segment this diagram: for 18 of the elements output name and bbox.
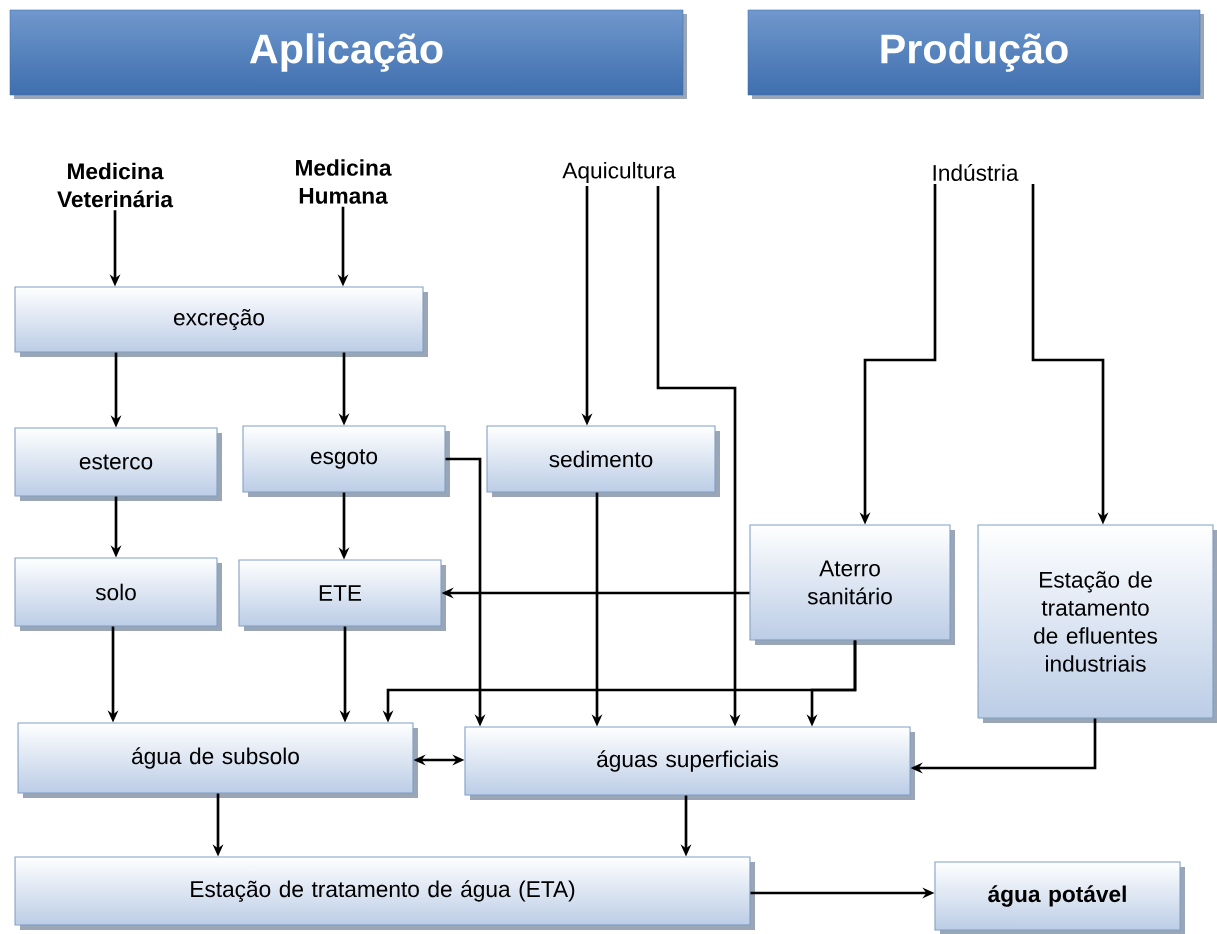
source-label: Indústria (933, 164, 1019, 181)
result-box: água potável (934, 861, 1185, 934)
source-label: Medicina Veterinária (57, 162, 174, 208)
process-box: excreção (14, 286, 428, 357)
header-banner: Produção (747, 9, 1204, 99)
process-box: águas superficiais (464, 726, 915, 800)
source-label: Medicina Humana (296, 159, 392, 204)
process-box: Estação de tratamento de água (ETA) (14, 856, 755, 930)
header-banner: Aplicação (9, 9, 687, 99)
process-box: sedimento (486, 425, 720, 497)
source-label: Aquicultura (562, 161, 676, 184)
process-box: solo (14, 557, 222, 631)
process-box: ETE (238, 559, 446, 631)
process-box: esgoto (242, 425, 450, 497)
process-box: água de subsolo (17, 722, 418, 798)
process-box: Estação de tratamento de efluentes industriais (977, 524, 1217, 723)
process-box: esterco (14, 427, 222, 501)
process-box: Aterro sanitário (749, 524, 955, 645)
